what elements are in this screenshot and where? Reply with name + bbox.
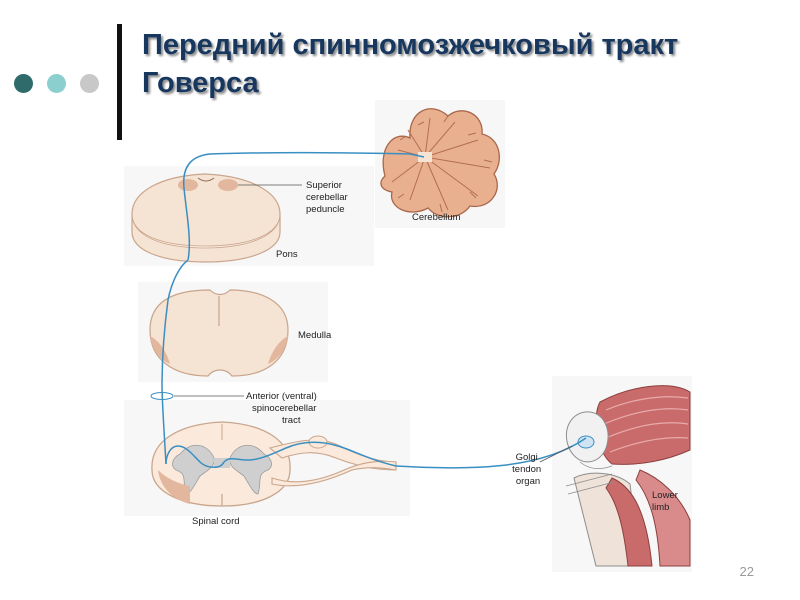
label-medulla: Medulla — [298, 330, 332, 341]
label-golgi-tendon-organ: Golgi tendon organ — [512, 452, 544, 487]
dot-dark-teal — [14, 74, 33, 93]
label-spinal-cord: Spinal cord — [192, 516, 240, 527]
page-number: 22 — [739, 564, 754, 579]
knee-joint-illustration — [565, 385, 691, 567]
spinocerebellar-pathway — [150, 151, 587, 469]
label-cerebellum: Cerebellum — [412, 212, 461, 223]
title-divider-bar — [117, 24, 122, 140]
slide-title-line-1: Передний спинномозжечковый тракт — [142, 29, 679, 61]
label-superior-cerebellar-peduncle: Superior cerebellar peduncle — [306, 180, 350, 215]
slide-title: Передний спинномозжечковый тракт Говерса — [142, 26, 782, 102]
cerebellum — [380, 108, 500, 218]
pons-section — [131, 173, 281, 263]
label-pons: Pons — [276, 249, 298, 260]
dot-light-teal — [47, 74, 66, 93]
label-lower-limb: Lower limb — [652, 490, 681, 513]
slide-title-line-2: Говерса — [142, 67, 259, 99]
label-leader-lines — [174, 184, 573, 463]
decorative-dots — [14, 74, 99, 93]
medulla-section — [149, 289, 289, 377]
label-anterior-spinocerebellar-tract: Anterior (ventral) spinocerebellar tract — [246, 391, 319, 426]
dot-gray — [80, 74, 99, 93]
